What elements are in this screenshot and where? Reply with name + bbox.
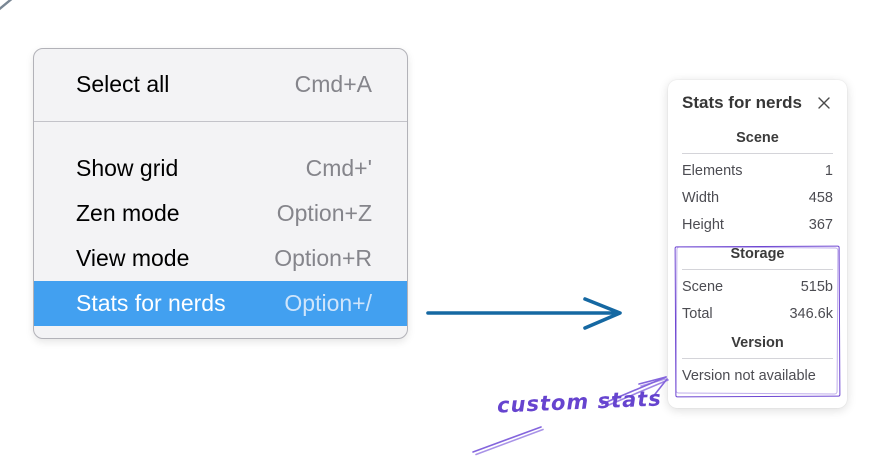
section-rule [682,153,833,154]
menu-item-view-mode[interactable]: View mode Option+R [34,236,407,281]
menu-item-shortcut: Cmd+' [305,155,372,181]
stat-row-height: Height 367 [682,211,833,238]
menu-item-label: Zen mode [76,200,180,226]
section-heading: Storage [730,246,785,262]
menu-item-zen-mode[interactable]: Zen mode Option+Z [34,191,407,236]
menu-item-label: Show grid [76,155,179,181]
menu-item-show-grid[interactable]: Show grid Cmd+' [34,146,407,191]
section-rule [682,269,833,270]
stat-label: Elements [682,162,743,179]
stat-row-scene-storage: Scene 515b [682,273,833,300]
stats-panel-title: Stats for nerds [682,93,802,112]
stat-row-total-storage: Total 346.6k [682,300,833,327]
stat-value: 458 [808,189,833,206]
menu-item-shortcut: Option+Z [276,200,372,226]
annotation-label: custom stats [496,386,663,418]
section-scene: Scene Elements 1 Width 458 Height 367 [682,130,833,238]
menu-item-select-all[interactable]: Select all Cmd+A [34,62,407,107]
context-menu: Select all Cmd+A Show grid Cmd+' Zen mod… [33,48,408,339]
menu-item-shortcut: Option+R [274,245,372,271]
stat-value: 346.6k [789,305,833,322]
menu-item-shortcut: Option+/ [284,290,372,316]
stats-panel-header: Stats for nerds [682,93,833,113]
section-storage: Storage Scene 515b Total 346.6k [682,246,833,327]
version-note: Version not available [682,368,816,384]
corner-stroke [0,0,13,11]
menu-item-label: Select all [76,71,170,97]
menu-divider [34,121,407,122]
stat-value: 1 [824,162,833,179]
stat-label: Total [682,305,713,322]
stat-row-elements: Elements 1 [682,157,833,184]
close-icon[interactable] [815,94,833,112]
menu-item-label: View mode [76,245,190,271]
menu-item-shortcut: Cmd+A [294,71,372,97]
stat-label: Width [682,189,720,206]
flow-arrow [426,297,622,330]
section-version: Version Version not available [682,335,833,389]
stat-value: 367 [808,216,833,233]
section-rule [682,358,833,359]
stats-panel: Stats for nerds Scene Elements 1 Width 4… [668,80,847,408]
custom-stats-box: Storage Scene 515b Total 346.6k Version … [675,246,840,397]
stat-label: Scene [682,278,724,295]
section-heading: Version [731,335,784,351]
stat-row-width: Width 458 [682,184,833,211]
menu-item-label: Stats for nerds [76,290,226,316]
annotation-arrow [472,376,669,456]
stat-label: Height [682,216,724,233]
menu-item-stats-for-nerds[interactable]: Stats for nerds Option+/ [34,281,407,326]
section-heading: Scene [736,130,779,146]
stat-value: 515b [800,278,833,295]
